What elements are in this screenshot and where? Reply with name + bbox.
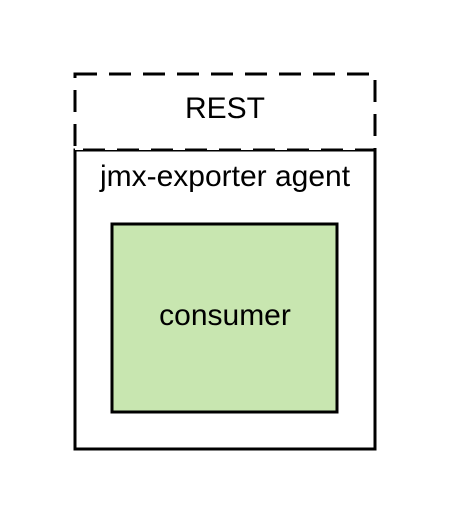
consumer-label: consumer xyxy=(159,299,291,332)
consumer-box xyxy=(110,222,339,414)
rest-box xyxy=(73,72,377,152)
agent-label: jmx-exporter agent xyxy=(99,160,351,193)
rest-label: REST xyxy=(185,92,265,125)
